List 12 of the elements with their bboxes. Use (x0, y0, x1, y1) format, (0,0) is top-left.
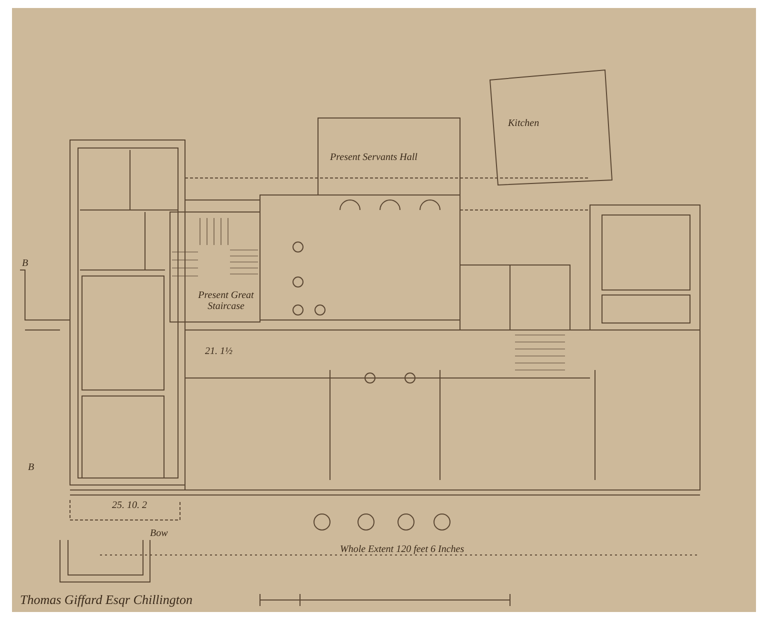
room-outline (318, 118, 460, 196)
dimension-label: Whole Extent 120 feet 6 Inches (340, 544, 464, 555)
section-mark: B (28, 462, 34, 473)
room-label: Kitchen (508, 118, 540, 129)
dimension-label: 25. 10. 2 (112, 500, 147, 511)
room-label: Present Servants Hall (330, 152, 418, 163)
signature: Thomas Giffard Esqr Chillington (20, 592, 193, 608)
section-mark: B (22, 258, 28, 269)
room-label: Present Great Staircase (186, 290, 266, 312)
room-outline (489, 69, 613, 186)
plan-note: Bow (150, 528, 168, 539)
dimension-label: 21. 1½ (205, 346, 232, 357)
